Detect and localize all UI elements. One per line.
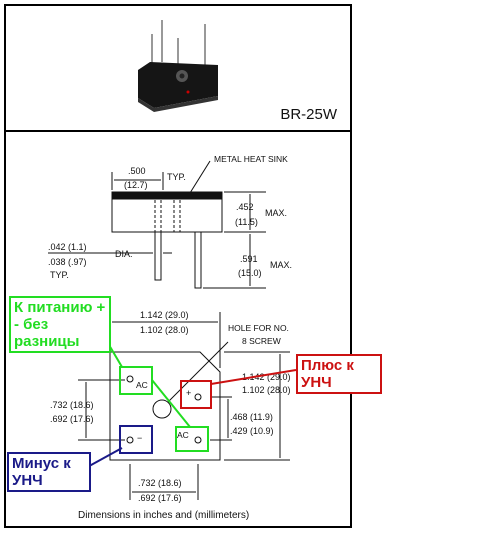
lead-dia-min: .038 (.97) (48, 257, 87, 267)
plus-label: + (186, 388, 191, 398)
lead-dia-label: DIA. (115, 249, 133, 259)
width-min: 1.102 (28.0) (140, 325, 189, 335)
ac-label-2: AC (177, 430, 189, 440)
lead-len-in: .591 (240, 254, 258, 264)
side-view (48, 160, 266, 289)
side-typ-width-mm: (12.7) (124, 180, 148, 190)
width-max: 1.142 (29.0) (140, 310, 189, 320)
plus-markup (180, 369, 297, 409)
section-divider (4, 130, 352, 132)
minus-label: − (137, 433, 142, 443)
plus-annotation: Плюс к УНЧ (296, 354, 382, 394)
hole-label-2: 8 SCREW (242, 336, 281, 346)
left-dim-max: .732 (18.6) (50, 400, 94, 410)
lead-dia-max: .042 (1.1) (48, 242, 87, 252)
lead-len-mm: (15.0) (238, 268, 262, 278)
height-mm: (11.5) (235, 217, 258, 227)
lead-typ-label: TYP. (50, 270, 69, 280)
minus-annotation: Минус к УНЧ (7, 452, 91, 492)
power-markup (101, 332, 209, 452)
side-typ-width-in: .500 (128, 166, 146, 176)
left-dim-min: .692 (17.6) (50, 414, 94, 424)
lead-len-max-label: MAX. (270, 260, 292, 270)
top-view (78, 312, 290, 500)
height-max-label: MAX. (265, 208, 287, 218)
pin-spacing-min: .429 (10.9) (230, 426, 274, 436)
product-photo (138, 20, 218, 112)
height-max-top: 1.142 (29.0) (242, 372, 291, 382)
bottom-dim-min: .692 (17.6) (138, 493, 182, 503)
ac-label-1: AC (136, 380, 148, 390)
heat-sink-label: METAL HEAT SINK (214, 154, 288, 164)
hole-label-1: HOLE FOR NO. (228, 323, 289, 333)
power-annotation: К питанию + - без разницы (9, 296, 111, 353)
dimensions-caption: Dimensions in inches and (millimeters) (78, 510, 250, 521)
part-number: BR-25W (280, 106, 337, 123)
side-typ-label: TYP. (167, 172, 186, 182)
datasheet-frame (4, 4, 352, 528)
height-min-top: 1.102 (28.0) (242, 385, 291, 395)
height-in: .452 (236, 202, 254, 212)
bottom-dim-max: .732 (18.6) (138, 478, 182, 488)
pin-spacing-max: .468 (11.9) (230, 412, 273, 422)
